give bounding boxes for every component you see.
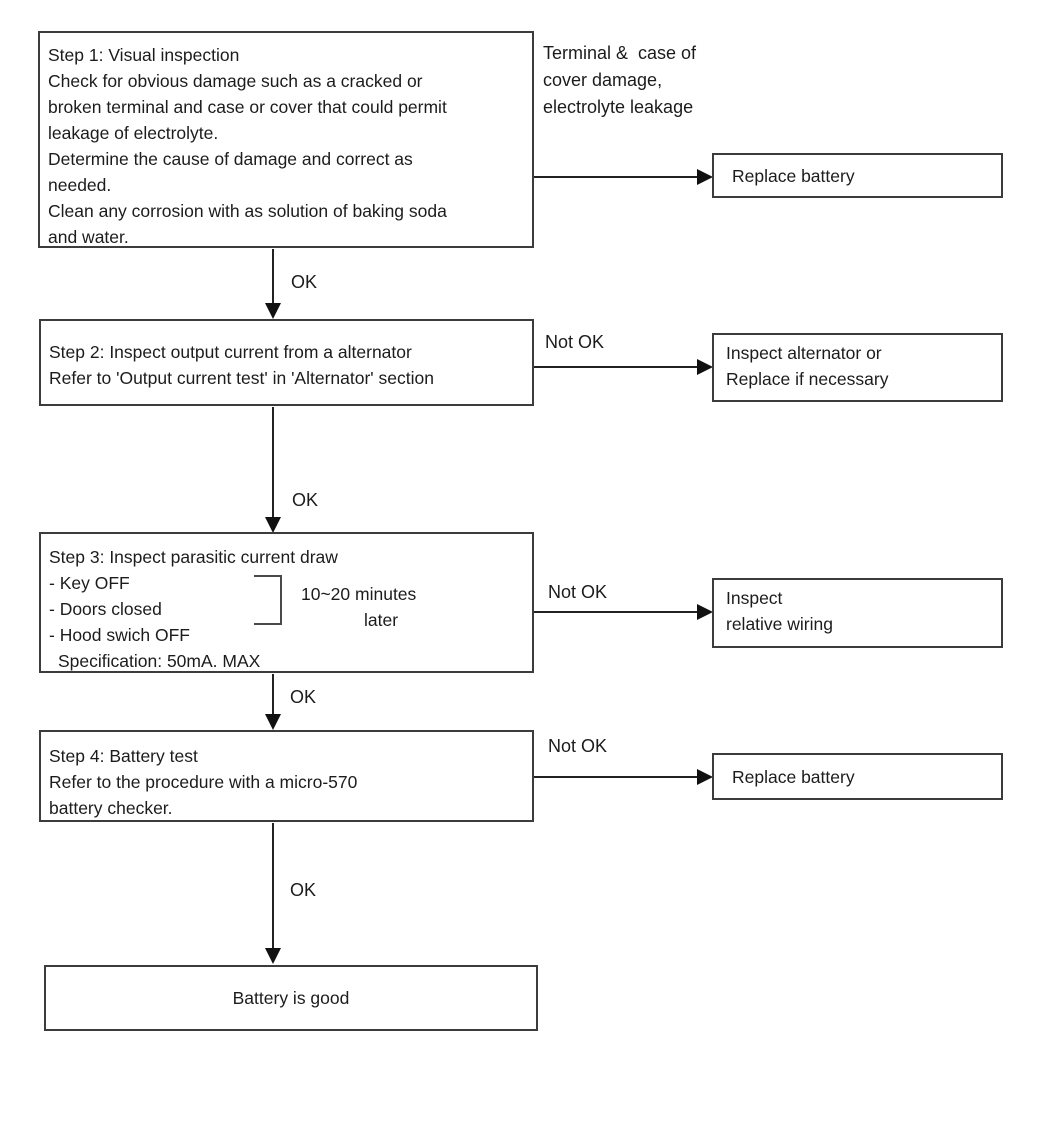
step4-line-2: Refer to the procedure with a micro-570 [49,772,358,792]
arrow-line-step2-to-inspect-alternator [534,366,698,368]
edge-label-ok-4: OK [290,880,317,900]
grouping-bracket [254,575,282,625]
step1-line-5: Determine the cause of damage and correc… [48,149,413,169]
step1-line-4: leakage of electrolyte. [48,123,219,143]
arrowhead-step3-to-inspect-wiring [697,604,713,620]
step4-line-3: battery checker. [49,798,173,818]
damage-note: Terminal & case of cover damage, electro… [543,40,696,121]
step1-line-3: broken terminal and case or cover that c… [48,97,447,117]
step4-line-1: Step 4: Battery test [49,746,198,766]
arrowhead-step1-to-step2 [265,303,281,319]
outcome-replace-battery-bottom-label: Replace battery [732,766,855,787]
step3-line-2: - Key OFF [49,573,130,593]
timing-note-line-1: 10~20 minutes [301,584,417,604]
step1-line-8: and water. [48,227,129,247]
step3-line-5: Specification: 50mA. MAX [58,651,261,671]
step4-box: Step 4: Battery test Refer to the proced… [39,730,534,822]
edge-label-not-ok-2: Not OK [545,332,605,352]
arrow-line-step2-to-step3 [272,407,274,517]
step1-line-2: Check for obvious damage such as a crack… [48,71,423,91]
outcome-replace-battery-top-box: Replace battery [712,153,1003,198]
edge-label-not-ok-3: Not OK [548,582,608,602]
timing-note-line-2: later [364,610,399,630]
outcome-inspect-alternator-line-1: Inspect alternator or [726,343,882,363]
arrowhead-step2-to-inspect-alternator [697,359,713,375]
step2-line-1: Step 2: Inspect output current from a al… [49,342,412,362]
outcome-inspect-alternator-line-2: Replace if necessary [726,369,889,389]
outcome-replace-battery-top-label: Replace battery [732,165,855,186]
step2-box: Step 2: Inspect output current from a al… [39,319,534,406]
outcome-inspect-wiring-line-2: relative wiring [726,614,833,634]
outcome-replace-battery-bottom-box: Replace battery [712,753,1003,800]
arrowhead-step4-to-replace-battery [697,769,713,785]
damage-note-line-1: Terminal & case of [543,43,697,63]
arrow-line-step4-to-replace-battery [534,776,698,778]
arrowhead-step4-to-result [265,948,281,964]
arrow-line-step4-to-result [272,823,274,948]
step3-line-3: - Doors closed [49,599,162,619]
step3-line-4: - Hood swich OFF [49,625,190,645]
arrow-line-step3-to-inspect-wiring [534,611,698,613]
edge-label-ok-2: OK [292,490,319,510]
edge-label-not-ok-4: Not OK [548,736,608,756]
step1-box: Step 1: Visual inspection Check for obvi… [38,31,534,248]
outcome-inspect-wiring-line-1: Inspect [726,588,783,608]
arrowhead-step1-to-replace-battery [697,169,713,185]
arrow-line-step1-to-step2 [272,249,274,304]
step1-line-6: needed. [48,175,112,195]
step3-line-1: Step 3: Inspect parasitic current draw [49,547,338,567]
step2-line-2: Refer to 'Output current test' in 'Alter… [49,368,434,388]
edge-label-ok-1: OK [291,272,318,292]
step1-line-7: Clean any corrosion with as solution of … [48,201,447,221]
arrow-line-step3-to-step4 [272,674,274,714]
arrowhead-step2-to-step3 [265,517,281,533]
result-box: Battery is good [44,965,538,1031]
outcome-inspect-alternator-box: Inspect alternator or Replace if necessa… [712,333,1003,402]
edge-label-ok-3: OK [290,687,317,707]
step3-box: Step 3: Inspect parasitic current draw -… [39,532,534,673]
damage-note-line-3: electrolyte leakage [543,97,694,117]
damage-note-line-2: cover damage, [543,70,663,90]
arrow-line-step1-to-replace-battery [534,176,698,178]
result-label: Battery is good [232,988,350,1008]
arrowhead-step3-to-step4 [265,714,281,730]
outcome-inspect-wiring-box: Inspect relative wiring [712,578,1003,648]
step1-line-1: Step 1: Visual inspection [48,45,240,65]
